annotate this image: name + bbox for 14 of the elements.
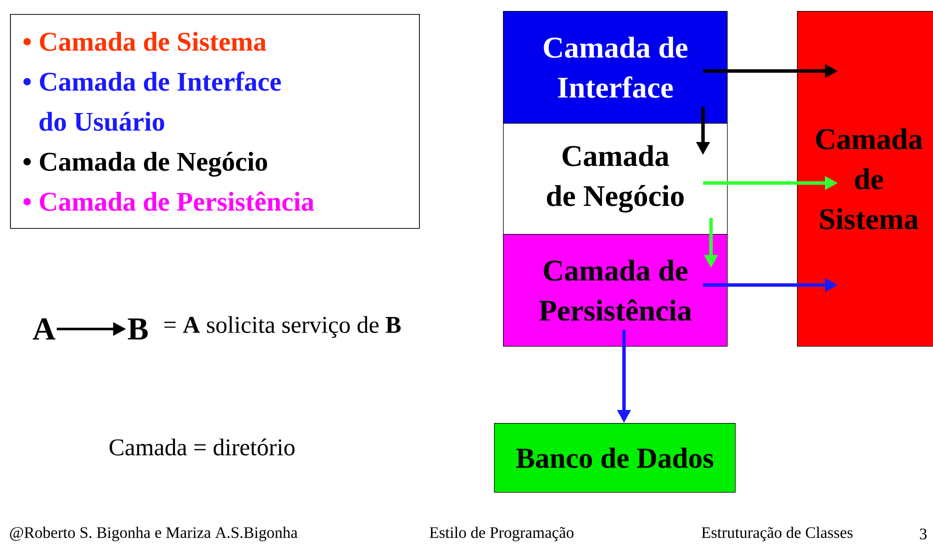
layer-box: Camada de Persistência [503, 234, 728, 347]
footer-text: Estruturação de Classes [702, 526, 853, 542]
database-box: Banco de Dados [494, 423, 736, 493]
letter: A [32, 318, 56, 340]
note: Camada = diretório [110, 438, 295, 456]
page-number: 3 [920, 528, 927, 540]
layer-box: Camada de Interface [503, 11, 728, 124]
layer-box: Camada de Negócio [503, 123, 728, 235]
bullet-list-box: • Camada de Sistema • Camada de Interface do Usuário • Camada de Negócio • Camada de Persistência [10, 14, 420, 229]
layer-box: Camada de Sistema [797, 11, 933, 347]
footer-text: @Roberto S. Bigonha e Mariza A.S.Bigonha [10, 526, 298, 542]
legend-note: = A solicita serviço de B [164, 316, 401, 338]
letter: B [128, 318, 148, 340]
footer-text: Estilo de Programação [430, 526, 574, 542]
